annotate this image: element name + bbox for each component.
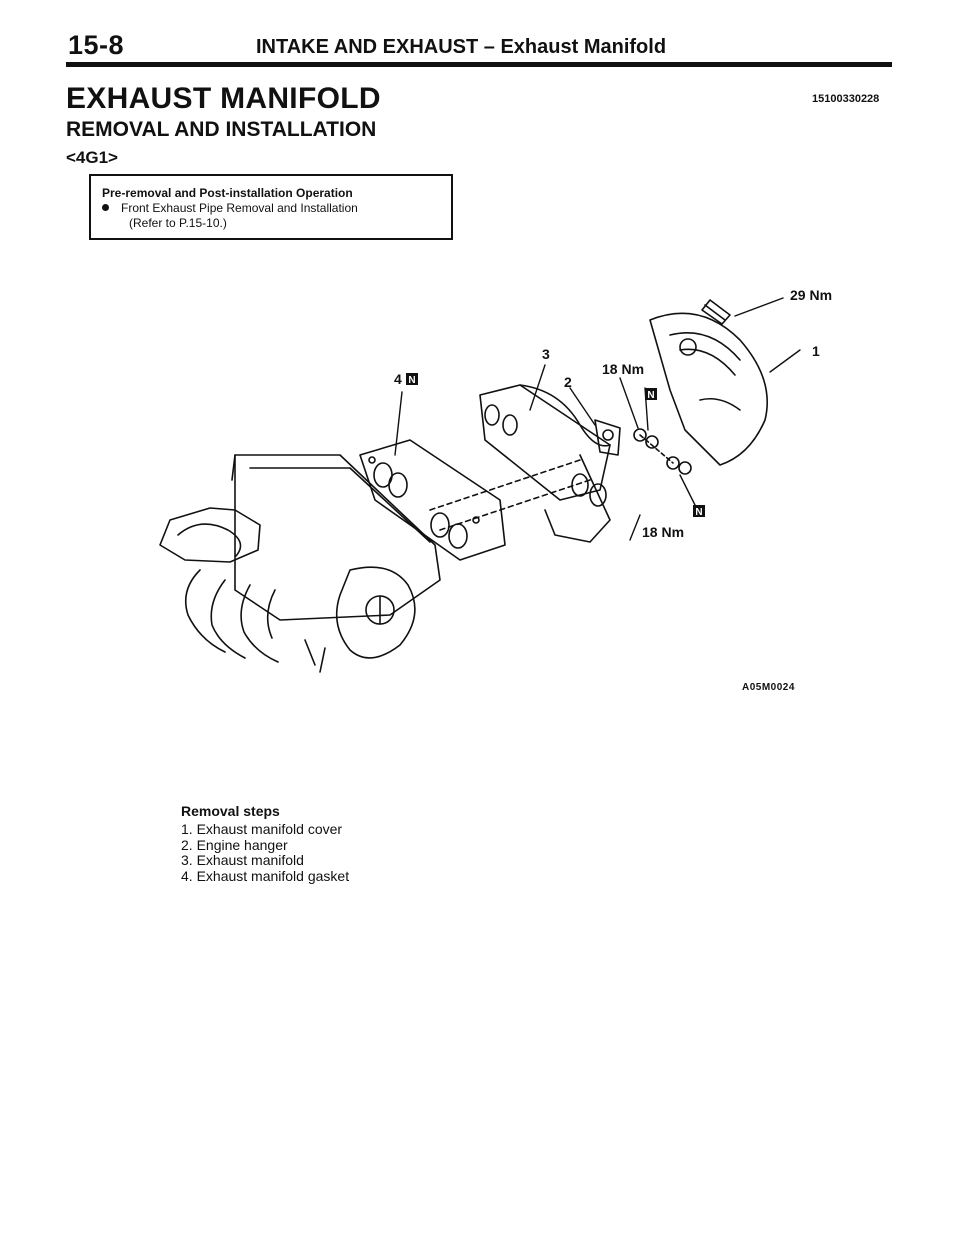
- header-rule: [66, 62, 892, 67]
- removal-steps-heading: Removal steps: [181, 803, 280, 819]
- list-item: 1. Exhaust manifold cover: [181, 821, 343, 837]
- part-callout-1: 1: [812, 343, 820, 359]
- pre-operation-box: Pre-removal and Post-installation Operat…: [89, 174, 453, 240]
- list-item: 2. Engine hanger: [181, 836, 288, 853]
- section-code: 15100330228: [812, 93, 880, 105]
- part-callout-2: 2: [564, 374, 572, 390]
- manifold-cover-illustration: [649, 312, 768, 466]
- torque-callout-29nm: 29 Nm: [790, 287, 832, 303]
- new-part-mark-icon: N: [406, 373, 418, 386]
- part-callout-3: 3: [542, 346, 550, 362]
- svg-text:N: N: [408, 375, 415, 386]
- section-title: EXHAUST MANIFOLD: [66, 82, 381, 115]
- part-callout-4: 4: [394, 371, 402, 387]
- figure-id: A05M0024: [742, 682, 795, 693]
- page-number: 15-8: [68, 30, 125, 60]
- torque-callout-18nm-upper: 18 Nm: [602, 361, 644, 377]
- svg-text:N: N: [695, 507, 702, 518]
- pre-operation-item: Front Exhaust Pipe Removal and Installat…: [102, 201, 358, 215]
- manifold-gasket-illustration: [359, 439, 506, 561]
- pre-operation-heading: Pre-removal and Post-installation Operat…: [102, 186, 353, 200]
- svg-text:N: N: [647, 390, 654, 401]
- new-part-mark-icon: N: [645, 388, 657, 401]
- exhaust-manifold-diagram: 29 Nm 1 3 18 Nm 2 4 18 Nm N N N: [159, 287, 832, 673]
- bullet-icon: [102, 204, 109, 211]
- page-header-title: INTAKE AND EXHAUST – Exhaust Manifold: [256, 36, 667, 58]
- list-item: 4. Exhaust manifold gasket: [181, 867, 350, 884]
- exhaust-manifold-illustration: [429, 384, 611, 543]
- torque-callout-18nm-lower: 18 Nm: [642, 524, 684, 540]
- section-subtitle: REMOVAL AND INSTALLATION: [66, 118, 377, 141]
- removal-steps-list: 1. Exhaust manifold cover 2. Engine hang…: [181, 821, 350, 884]
- new-part-mark-icon: N: [693, 505, 705, 518]
- pre-operation-item-text: Front Exhaust Pipe Removal and Installat…: [121, 201, 358, 215]
- pre-operation-reference: (Refer to P.15-10.): [129, 216, 227, 230]
- engine-label: <4G1>: [66, 148, 118, 167]
- engine-illustration: [159, 454, 441, 673]
- leader-lines: [394, 297, 801, 541]
- list-item: 3. Exhaust manifold: [181, 852, 304, 868]
- engine-hanger-illustration: [594, 419, 621, 456]
- fastener-illustrations: [633, 299, 731, 475]
